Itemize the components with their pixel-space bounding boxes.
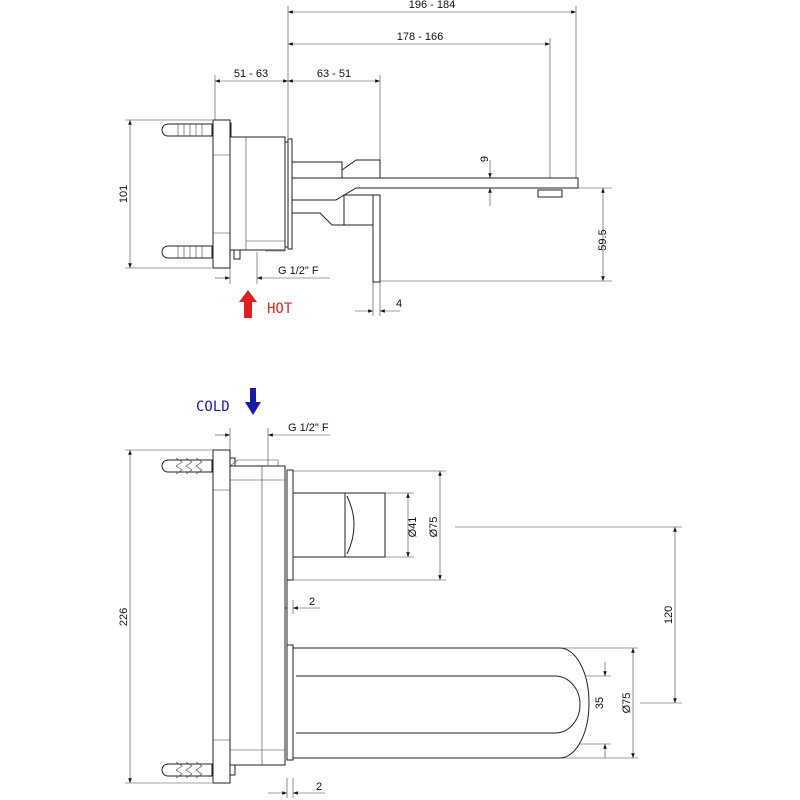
dim-spout-inner: 35 xyxy=(594,697,606,709)
wall-plate xyxy=(212,119,231,269)
front-view: COLD G 1/2" F 226 Ø41 xyxy=(118,388,682,798)
dim-height: 101 xyxy=(118,185,130,203)
dim-body-depth: 63 - 51 xyxy=(317,68,351,80)
dim-gap-bottom: 2 xyxy=(316,781,322,793)
dim-spout-thickness: 9 xyxy=(479,156,491,162)
aerator xyxy=(537,189,563,198)
side-view: 196 - 184 178 - 166 51 - 63 63 - 51 101 … xyxy=(118,0,612,318)
dim-handle-diameter: Ø41 xyxy=(407,517,419,538)
hot-label: HOT xyxy=(267,301,293,317)
dim-gap-top: 2 xyxy=(309,596,315,608)
wall-plate xyxy=(212,449,231,784)
spout xyxy=(291,177,579,201)
dim-rosette-diameter: Ø75 xyxy=(428,517,440,538)
spout-outlet xyxy=(296,675,581,734)
rosette-flange xyxy=(287,138,293,250)
valve-body xyxy=(229,136,286,251)
handle-cap xyxy=(344,492,386,558)
dim-height: 226 xyxy=(118,608,130,626)
rosette-lower xyxy=(286,644,294,761)
cold-label: COLD xyxy=(196,399,230,415)
handle-curve xyxy=(346,495,355,555)
dim-spout-length: 178 - 166 xyxy=(397,31,443,43)
dim-wall-depth: 51 - 63 xyxy=(234,68,268,80)
handle-base xyxy=(343,194,374,226)
wall-anchor-bottom xyxy=(161,761,236,779)
inlet-thread-label: G 1/2" F xyxy=(288,422,329,434)
inlet-thread-label: G 1/2" F xyxy=(278,265,319,277)
lower-housing xyxy=(291,194,345,226)
dim-total-length: 196 - 184 xyxy=(409,0,455,11)
spout-front xyxy=(292,647,590,759)
valve-body xyxy=(229,465,286,766)
dim-centers: 120 xyxy=(663,606,675,624)
wall-anchor-bottom xyxy=(161,244,241,260)
dim-spout-diameter: Ø75 xyxy=(621,693,633,714)
cold-arrow-icon xyxy=(245,388,261,415)
dim-spout-drop: 59.5 xyxy=(597,229,609,250)
upper-housing xyxy=(291,161,343,179)
rosette-upper xyxy=(286,469,294,581)
hot-arrow-icon xyxy=(239,290,257,318)
handle-lever xyxy=(372,194,381,283)
upper-cap xyxy=(341,159,381,179)
dim-handle-thickness: 4 xyxy=(396,298,402,310)
handle-body xyxy=(292,492,346,558)
